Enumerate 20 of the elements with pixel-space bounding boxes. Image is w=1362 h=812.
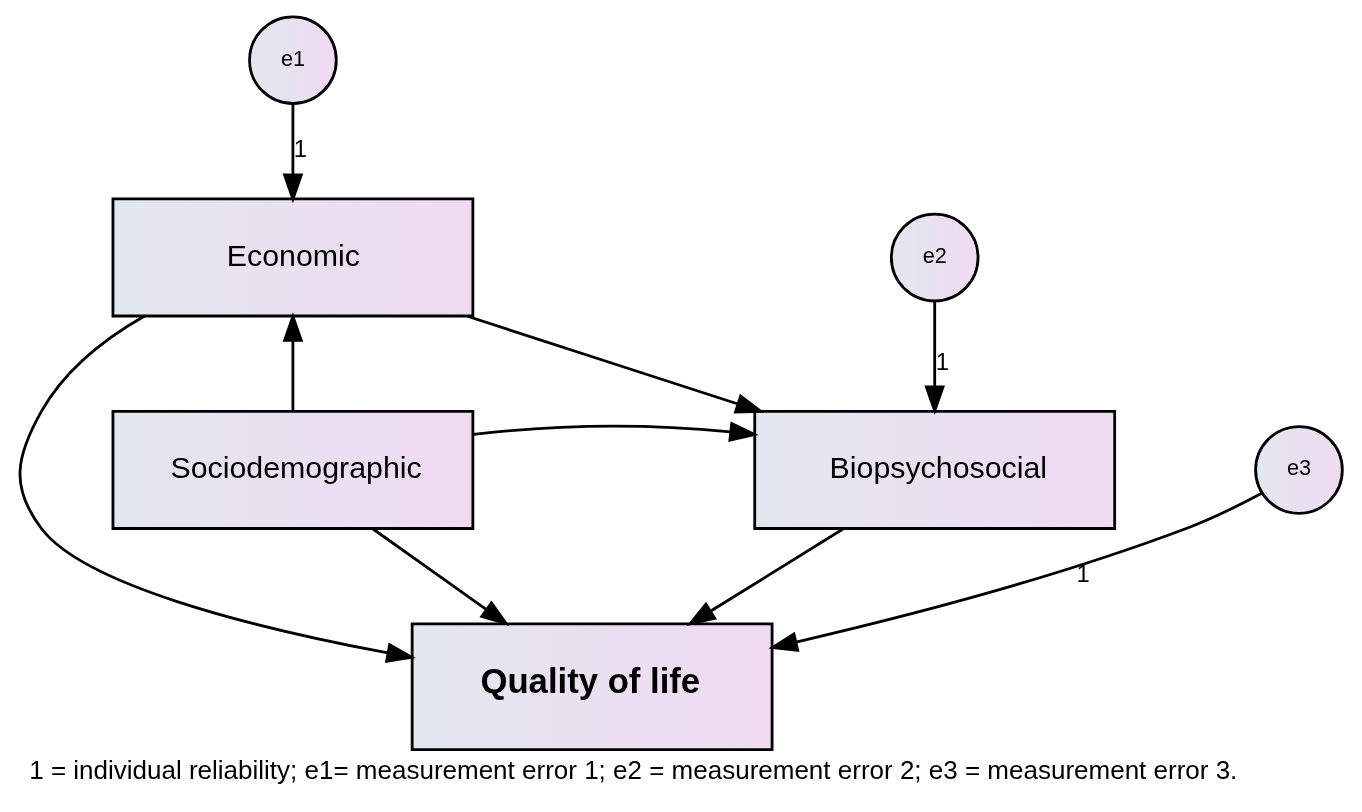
arrow	[18, 314, 416, 663]
arrow	[768, 492, 1262, 652]
node-box: Economic	[111, 197, 475, 318]
node-box: Sociodemographic	[111, 410, 475, 530]
node-circle: e1	[248, 15, 338, 105]
node-box: Biopsychosocial	[753, 410, 1117, 530]
arrow	[282, 312, 304, 411]
edge-label: 1	[935, 347, 949, 375]
arrow	[371, 527, 510, 626]
edge-label: 1	[1076, 560, 1090, 588]
arrow	[282, 104, 304, 204]
caption: 1 = individual reliability; e1= measurement error 1; e2 = measurement error 2; e3 = measurement error 3.	[29, 755, 1238, 786]
edge-label: 1	[293, 135, 308, 163]
node-circle: e3	[1254, 425, 1344, 515]
arrow	[467, 314, 765, 414]
arrow	[924, 301, 946, 415]
node-circle: e2	[889, 212, 980, 303]
node-box: Quality of life	[410, 622, 774, 752]
arrow	[473, 421, 759, 442]
arrow	[686, 527, 845, 627]
